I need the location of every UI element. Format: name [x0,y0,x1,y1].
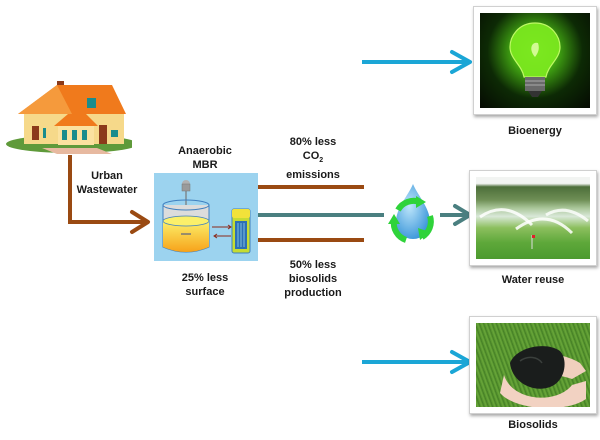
water-reuse-image-frame [469,170,597,266]
house-icon [2,70,138,160]
biosolids-reduction-label: 50% less biosolids production [268,258,358,300]
wastewater-inflow-arrow [68,155,150,234]
bioenergy-image-frame [473,6,597,115]
surface-note-line2: surface [185,286,225,298]
surface-note-line1: 25% less [181,272,229,284]
surface-reduction-note: 25% less surface [160,271,250,299]
anaerobic-mbr-title: Anaerobic MBR [160,144,250,172]
biosolids-reduction-line1: 50% less [289,259,337,271]
bioenergy-label: Bioenergy [508,125,562,137]
water-recycle-icon [386,182,440,246]
biosolids-image-frame [469,316,597,414]
bioenergy-flow-arrow [258,50,472,189]
anaerobic-mbr-title-line2: MBR [192,159,218,171]
co2-reduction-label: 80% less CO2 emissions [268,135,358,182]
co2-subscript: 2 [319,157,324,165]
urban-wastewater-label: Urban Wastewater [62,169,152,197]
biosolids-reduction-line3: production [284,287,342,299]
biosolids-reduction-line2: biosolids [288,273,338,285]
co2-line1: 80% less [289,136,337,148]
biosolids-label: Biosolids [508,419,558,431]
urban-wastewater-label-line2: Wastewater [76,184,138,196]
co2-formula: CO [302,150,320,162]
anaerobic-mbr-title-line1: Anaerobic [178,145,232,157]
anaerobic-mbr-reactor-icon [154,173,258,261]
water-reuse-label: Water reuse [501,274,565,286]
co2-line3: emissions [286,169,340,182]
sprinkler-field-image [476,177,590,259]
green-lightbulb-image [480,13,590,108]
urban-wastewater-label-line1: Urban [91,170,123,182]
biosolids-hands-image [476,323,590,407]
co2-line2: CO2 [268,149,358,168]
